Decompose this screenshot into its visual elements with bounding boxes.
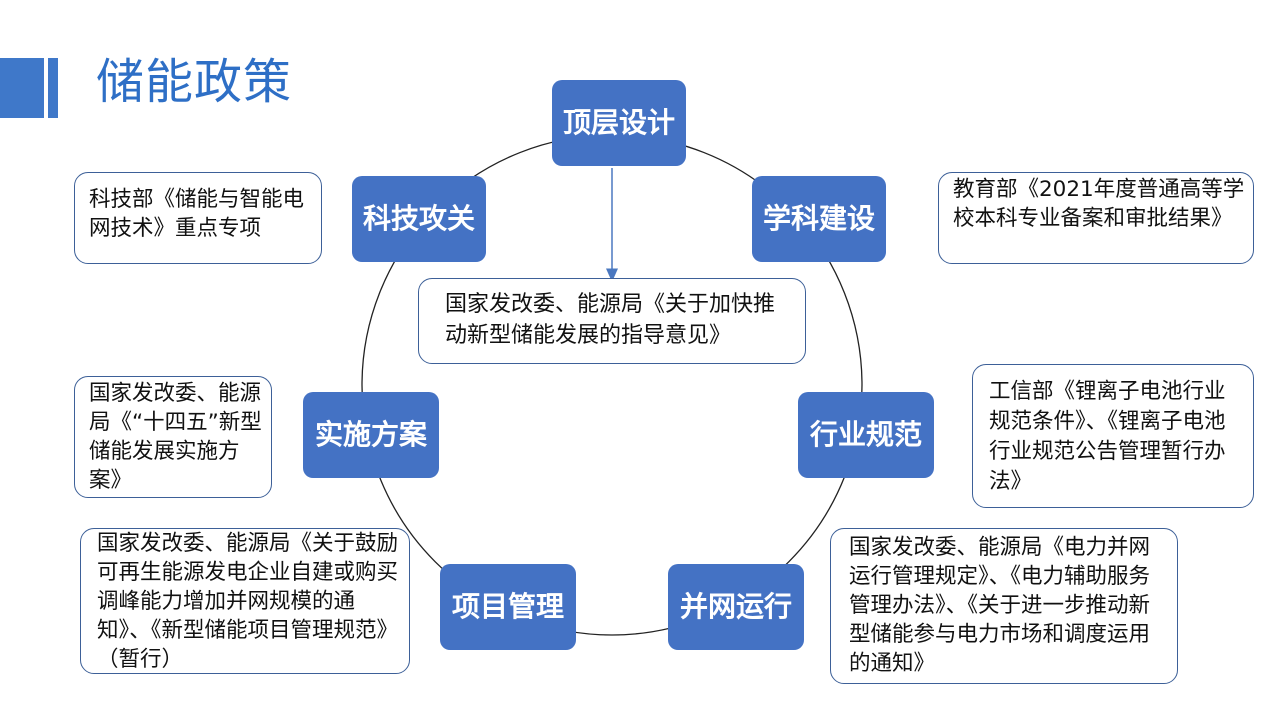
title-accent-bar-thin (48, 58, 58, 118)
node-tech-research: 科技攻关 (352, 176, 486, 262)
node-grid-operation: 并网运行 (668, 564, 804, 650)
node-project-management: 项目管理 (440, 564, 576, 650)
center-policy-box: 国家发改委、能源局《关于加快推动新型储能发展的指导意见》 (418, 278, 806, 364)
note-implementation-plan: 国家发改委、能源局《“十四五”新型储能发展实施方案》 (74, 376, 272, 498)
note-tech-research: 科技部《储能与智能电网技术》重点专项 (74, 172, 322, 264)
title-accent-bar (0, 58, 44, 118)
node-discipline: 学科建设 (752, 176, 886, 262)
page-title: 储能政策 (96, 54, 293, 110)
node-top-design: 顶层设计 (552, 80, 686, 166)
note-project-management: 国家发改委、能源局《关于鼓励可再生能源发电企业自建或购买调峰能力增加并网规模的通… (80, 528, 410, 674)
node-industry-standard: 行业规范 (798, 392, 934, 478)
note-industry-standard: 工信部《锂离子电池行业规范条件》、《锂离子电池行业规范公告管理暂行办法》 (972, 364, 1254, 508)
note-grid-operation: 国家发改委、能源局《电力并网运行管理规定》、《电力辅助服务管理办法》、《关于进一… (830, 528, 1178, 684)
note-discipline: 教育部《2021年度普通高等学校本科专业备案和审批结果》 (938, 172, 1254, 264)
node-implementation-plan: 实施方案 (303, 392, 439, 478)
